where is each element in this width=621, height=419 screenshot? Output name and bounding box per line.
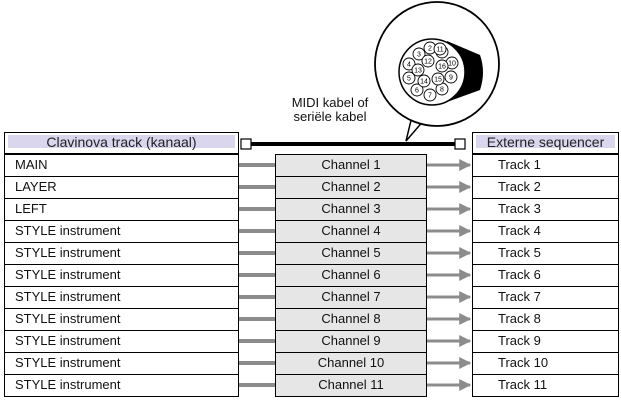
- sequencer-track-cell: Track 10: [473, 352, 618, 374]
- sequencer-track-cell: Track 9: [473, 330, 618, 352]
- track-source-cell: STYLE instrument: [5, 374, 238, 396]
- sequencer-track-cell: Track 3: [473, 198, 618, 220]
- channel-cell: Channel 9: [276, 330, 426, 352]
- connector-pins: 21345678910111213141516: [402, 41, 459, 102]
- track-source-cell: STYLE instrument: [5, 242, 238, 264]
- connector-pin: [402, 71, 416, 85]
- cable-connector-callout: 21345678910111213141516: [374, 1, 500, 142]
- connector-pin: [423, 88, 437, 102]
- external-sequencer-header: Externe sequencer: [472, 132, 619, 154]
- sequencer-track-cell: Track 4: [473, 220, 618, 242]
- midi-cable: [240, 138, 466, 150]
- channel-cell: Channel 8: [276, 308, 426, 330]
- connector-pin-label: 16: [438, 64, 446, 71]
- cable-label: MIDI kabel of seriële kabel: [270, 96, 390, 124]
- sequencer-track-cell: Track 5: [473, 242, 618, 264]
- connector-pin: [417, 74, 431, 88]
- channel-cell: Channel 6: [276, 264, 426, 286]
- cable-label-line-1: MIDI kabel of: [291, 95, 369, 110]
- track-source-cell: STYLE instrument: [5, 352, 238, 374]
- header-highlight: [8, 135, 235, 148]
- connector-pin-label: 8: [440, 87, 444, 94]
- connector-pin-label: 11: [436, 47, 443, 54]
- channel-cell: Channel 4: [276, 220, 426, 242]
- track-source-cell: STYLE instrument: [5, 330, 238, 352]
- channel-arrows: [239, 159, 472, 391]
- cable-plug-right: [454, 138, 466, 150]
- connector-pin-label: 4: [407, 62, 411, 69]
- connector-pin: [435, 59, 449, 73]
- channel-cell: Channel 5: [276, 242, 426, 264]
- connector-pin-label: 13: [414, 68, 422, 75]
- connector-pin: [412, 47, 426, 61]
- sequencer-track-cell: Track 6: [473, 264, 618, 286]
- track-source-cell: MAIN: [5, 154, 238, 176]
- channel-cell: Channel 2: [276, 176, 426, 198]
- track-source-cell: STYLE instrument: [5, 308, 238, 330]
- track-source-cell: STYLE instrument: [5, 264, 238, 286]
- connector-pin-label: 2: [428, 46, 432, 53]
- sequencer-track-cell: Track 11: [473, 374, 618, 396]
- channel-cell: Channel 7: [276, 286, 426, 308]
- channel-cell: Channel 10: [276, 352, 426, 374]
- sequencer-track-cell: Track 7: [473, 286, 618, 308]
- connector-pin-label: 3: [417, 52, 421, 59]
- channel-cell: Channel 11: [276, 374, 426, 396]
- connector-pin: [411, 63, 425, 77]
- clavinova-track-header-label: Clavinova track (kanaal): [46, 134, 197, 150]
- connector-pin: [431, 72, 445, 86]
- sequencer-track-cell: Track 8: [473, 308, 618, 330]
- connector-pin: [433, 42, 447, 56]
- connector-pin-label: 14: [420, 79, 428, 86]
- cable-label-line-2: seriële kabel: [293, 109, 367, 124]
- connector-pin: [421, 54, 435, 68]
- header-highlight: [476, 135, 615, 148]
- connector-pin: [402, 57, 416, 71]
- track-source-cell: LEFT: [5, 198, 238, 220]
- track-source-cell: STYLE instrument: [5, 286, 238, 308]
- channel-cell: Channel 1: [276, 154, 426, 176]
- connector-pin-label: 9: [449, 75, 453, 82]
- connector-pin-label: 10: [448, 61, 456, 68]
- cable-plug-left: [240, 138, 252, 150]
- clavinova-track-header: Clavinova track (kanaal): [4, 132, 239, 154]
- track-source-cell: STYLE instrument: [5, 220, 238, 242]
- connector-pin-label: 5: [407, 76, 411, 83]
- connector-pin-label: 12: [424, 59, 432, 66]
- connector-pin-label: 6: [415, 88, 419, 95]
- sequencer-track-cell: Track 1: [473, 154, 618, 176]
- connector-pin: [444, 70, 458, 84]
- track-source-cell: LAYER: [5, 176, 238, 198]
- connector-pin-label: 15: [434, 77, 442, 84]
- connector-pin-label: 7: [428, 93, 432, 100]
- external-sequencer-header-label: Externe sequencer: [486, 134, 605, 150]
- sequencer-track-cell: Track 2: [473, 176, 618, 198]
- channel-cell: Channel 3: [276, 198, 426, 220]
- connector-pin: [410, 83, 424, 97]
